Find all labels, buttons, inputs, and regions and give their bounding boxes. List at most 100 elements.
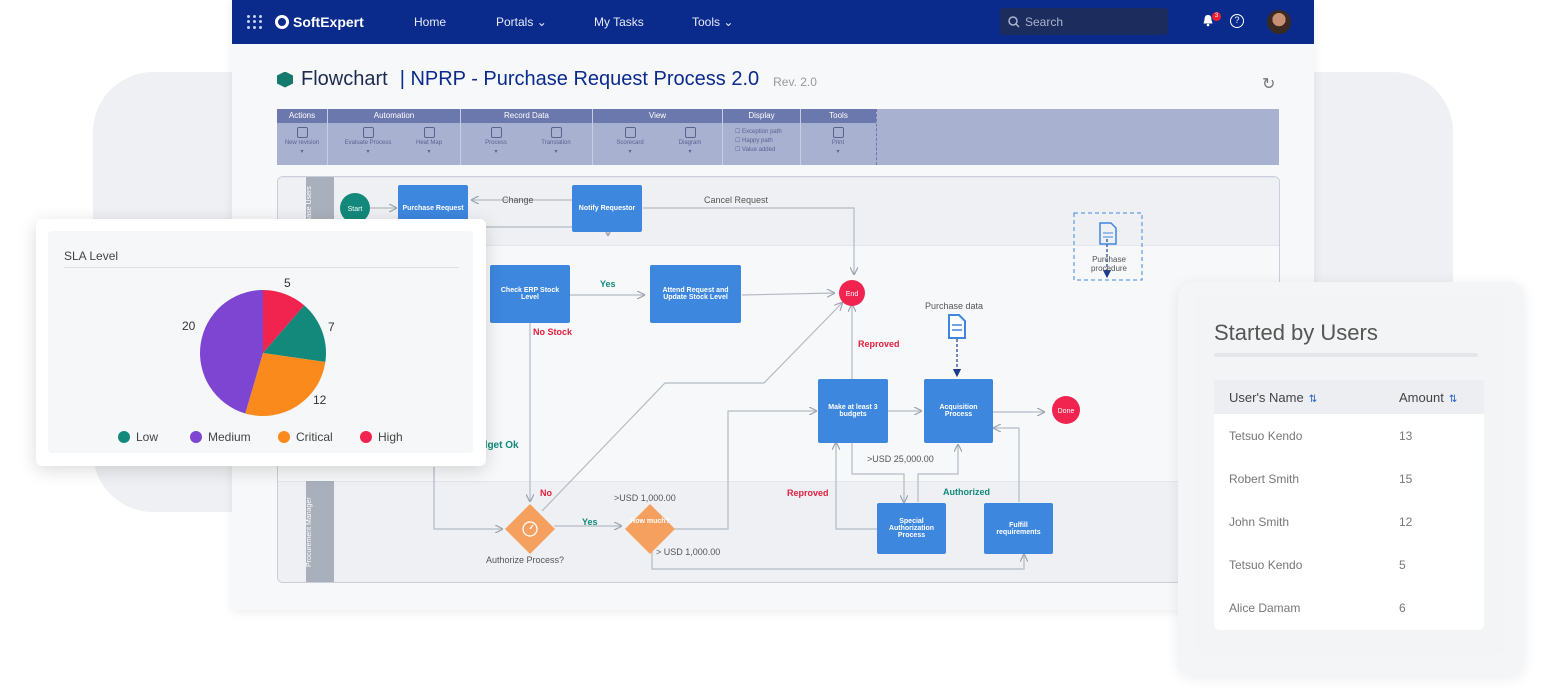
- ribbon-group-label: Automation: [328, 109, 460, 123]
- pie-slice-high[interactable]: [263, 290, 305, 353]
- search-icon: [1008, 15, 1020, 28]
- flowchart-icon: [277, 71, 293, 88]
- checkbox-label: Value added: [742, 147, 776, 153]
- node-label-authorize-process: Authorize Process?: [486, 555, 565, 565]
- document-icon: [948, 314, 966, 339]
- pie-slice-low[interactable]: [263, 305, 326, 362]
- process-title: | NPRP - Purchase Request Process 2.0: [399, 68, 760, 90]
- started-by-users-card: Started by Users User's Name ⇅ Amount ⇅ Te…: [1178, 282, 1524, 676]
- divider: [64, 267, 459, 268]
- task-check-erp[interactable]: Check ERP Stock Level: [490, 265, 570, 323]
- sort-icon[interactable]: ⇅: [1448, 393, 1458, 405]
- document-icon: [296, 127, 308, 138]
- brand-logo[interactable]: SoftExpert: [275, 14, 364, 30]
- translation-button[interactable]: Translation▾: [531, 127, 581, 155]
- node-label: Acquisition Process: [939, 404, 978, 418]
- node-label: Notify Requestor: [578, 205, 636, 212]
- gateway-how-much[interactable]: How much?: [625, 504, 675, 554]
- nav-home[interactable]: Home: [414, 15, 447, 29]
- node-label: Purchase Request: [402, 204, 464, 212]
- data-object-purchase-data[interactable]: [948, 314, 966, 339]
- avatar[interactable]: [1267, 10, 1291, 34]
- users-card-body: Started by Users User's Name ⇅ Amount ⇅ Te…: [1194, 296, 1504, 654]
- edge-label: Change: [502, 195, 534, 205]
- legend-label: Medium: [208, 430, 251, 444]
- edge-label: Reproved: [787, 488, 829, 498]
- legend-label: High: [378, 430, 403, 444]
- button-label: Diagram: [678, 140, 702, 146]
- legend-swatch: [360, 431, 372, 443]
- chevron-down-icon: ▾: [300, 149, 304, 155]
- pie-slice-critical[interactable]: [245, 353, 326, 416]
- help-icon[interactable]: ?: [1230, 14, 1244, 28]
- column-header-name[interactable]: User's Name ⇅: [1214, 390, 1384, 405]
- pie-label-critical: 12: [313, 393, 327, 407]
- done-event[interactable]: Done: [1052, 396, 1080, 424]
- legend-label: Low: [136, 430, 159, 444]
- node-label: Start: [348, 206, 363, 213]
- bell-icon[interactable]: [1202, 14, 1214, 27]
- user-amount: 6: [1399, 600, 1406, 615]
- users-title: Started by Users: [1214, 320, 1378, 345]
- column-header-amount[interactable]: Amount ⇅: [1384, 390, 1457, 405]
- pie-label-low: 7: [328, 320, 335, 334]
- ribbon-group-label: View: [593, 109, 722, 123]
- end-event[interactable]: End: [839, 280, 865, 306]
- happy-path-checkbox[interactable]: ☐ Happy path: [735, 138, 773, 144]
- task-fulfill-requirements[interactable]: Fulfill requirements: [984, 503, 1053, 554]
- header-label: User's Name: [1229, 389, 1304, 405]
- pie-label-high: 5: [284, 276, 291, 290]
- legend-item-medium: Medium: [190, 430, 251, 444]
- app-window: SoftExpert Home Portals ⌄ My Tasks Tools…: [232, 0, 1314, 610]
- search-input[interactable]: Search: [1000, 8, 1168, 35]
- sort-icon[interactable]: ⇅: [1308, 393, 1318, 405]
- legend-item-critical: Critical: [278, 430, 333, 444]
- task-special-authorization[interactable]: Special Authorization Process: [877, 503, 946, 554]
- chevron-down-icon: ▾: [628, 149, 632, 155]
- sla-pie-chart[interactable]: [198, 288, 328, 418]
- button-label: Translation: [541, 140, 571, 146]
- refresh-icon[interactable]: ↻: [1262, 76, 1276, 93]
- header-label: Amount: [1399, 389, 1444, 405]
- document-purchase-procedure[interactable]: [1073, 212, 1143, 281]
- user-name: Robert Smith: [1229, 471, 1300, 486]
- pie-slice-medium[interactable]: [199, 290, 263, 414]
- heat-map-button[interactable]: Heat Map▾: [404, 127, 454, 155]
- task-attend-request[interactable]: Attend Request and Update Stock Level: [650, 265, 741, 323]
- sla-level-card: SLA Level 5 7 20 12 Low Medium Critical …: [36, 219, 486, 466]
- brand-name: SoftExpert: [293, 14, 364, 30]
- exception-path-checkbox[interactable]: ☐ Exception path: [735, 129, 782, 135]
- chevron-down-icon: ▾: [688, 149, 692, 155]
- start-event[interactable]: Start: [340, 193, 370, 223]
- diagram-button[interactable]: Diagram ▾: [665, 127, 715, 155]
- document-icon: [1099, 222, 1117, 245]
- node-label: Fulfill requirements: [996, 521, 1041, 536]
- top-navigation-bar: SoftExpert Home Portals ⌄ My Tasks Tools…: [232, 0, 1314, 44]
- task-make-budgets[interactable]: Make at least 3 budgets: [818, 379, 888, 443]
- edge-label: Authorized: [943, 487, 990, 497]
- gateway-authorize[interactable]: [505, 504, 555, 554]
- new-revision-button[interactable]: New revision▾: [277, 127, 327, 155]
- scorecard-button[interactable]: Scorecard▾: [605, 127, 655, 155]
- task-notify-requestor[interactable]: Notify Requestor: [572, 185, 642, 232]
- ribbon-group-tools: Tools Print▾: [801, 109, 877, 165]
- ribbon-group-label: Actions: [277, 109, 327, 123]
- task-acquisition[interactable]: Acquisition Process: [924, 379, 993, 443]
- nav-portals[interactable]: Portals ⌄: [496, 15, 547, 29]
- node-label: Special Authorization Process: [888, 518, 935, 539]
- checkbox-label: Happy path: [742, 138, 773, 144]
- nav-my-tasks[interactable]: My Tasks: [594, 15, 644, 29]
- nav-tools[interactable]: Tools ⌄: [692, 15, 733, 29]
- chevron-down-icon: ⌄: [723, 15, 734, 29]
- nav-tools-label: Tools: [692, 15, 721, 29]
- print-button[interactable]: Print▾: [813, 127, 863, 155]
- app-grid-icon[interactable]: [247, 15, 263, 29]
- value-added-checkbox[interactable]: ☐ Value added: [735, 147, 776, 153]
- process-button[interactable]: Process▾: [471, 127, 521, 155]
- evaluate-process-button[interactable]: Evaluate Process▾: [338, 127, 398, 155]
